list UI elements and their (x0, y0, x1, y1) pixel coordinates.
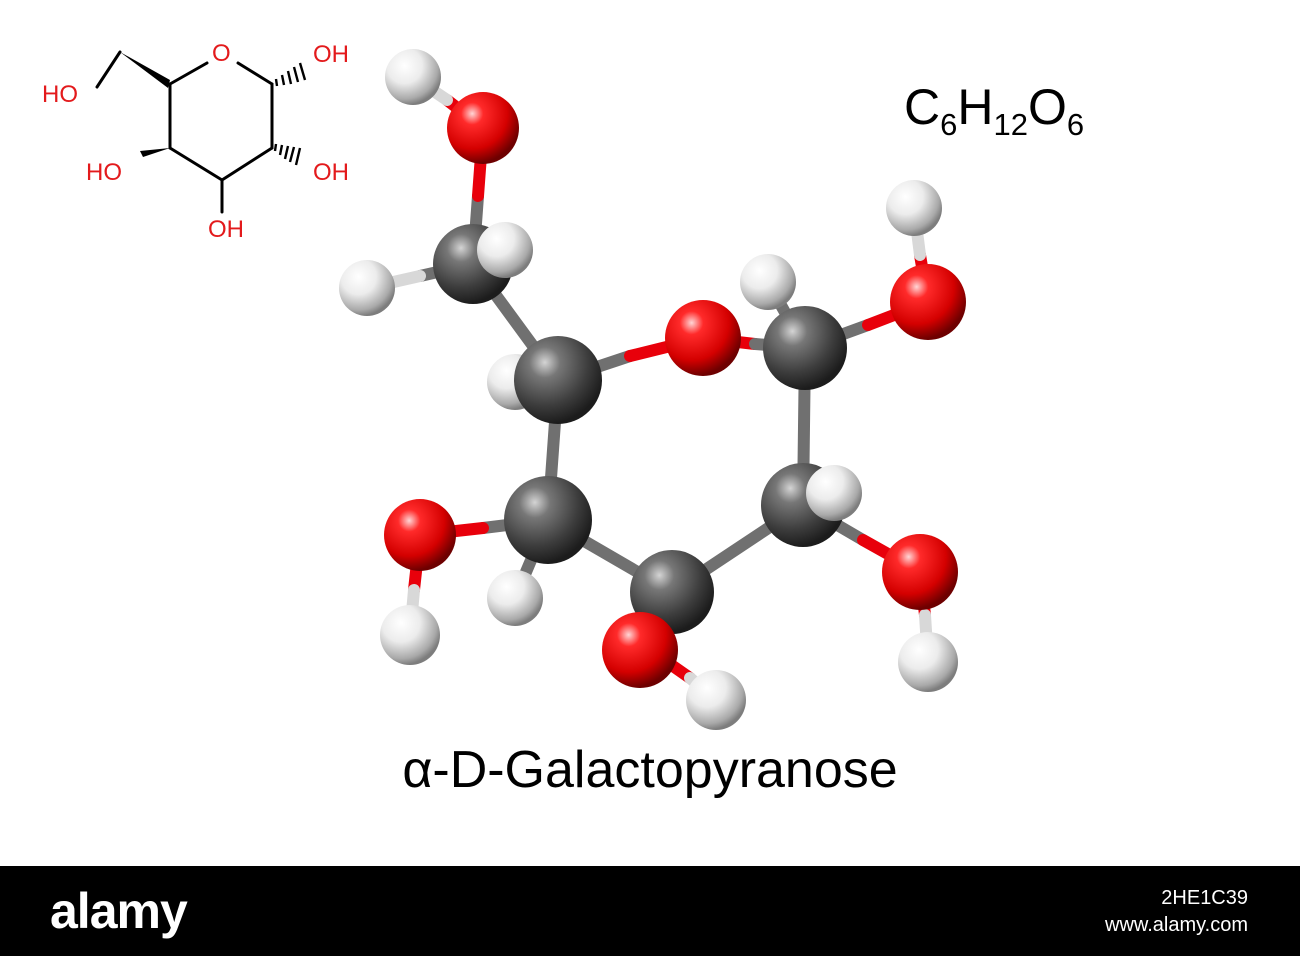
watermark-footer: alamy 2HE1C39 www.alamy.com (0, 866, 1300, 956)
hydrogen-atom-o3 (686, 670, 746, 730)
hashed-bond-c2 (273, 143, 302, 166)
hydrogen-atom-c2 (806, 465, 862, 521)
brand-logo: alamy (50, 883, 188, 939)
hydrogen-atom-c6b (477, 222, 533, 278)
c4-hydroxyl-label: HO (86, 159, 122, 186)
formula-carbon: C (904, 79, 941, 135)
formula-oxygen: O (1027, 79, 1067, 135)
oxygen-atom-o4 (384, 499, 456, 571)
c1-hydroxyl-label: OH (313, 41, 349, 68)
formula-oxygen-count: 6 (1066, 107, 1085, 142)
formula-carbon-count: 6 (940, 107, 958, 142)
oxygen-atom-o1 (890, 264, 966, 340)
hydrogen-atom-o1 (886, 180, 942, 236)
hashed-bond-c1 (274, 62, 307, 87)
compound-name: α-D-Galactopyranose (402, 741, 898, 799)
formula-hydrogen: H (957, 79, 994, 135)
oxygen-atom-ring (665, 300, 741, 376)
hydrogen-atom-c4 (487, 570, 543, 626)
c2-hydroxyl-label: OH (313, 159, 349, 186)
hydrogen-atom-c1 (740, 254, 796, 310)
carbon-atom-c3 (630, 550, 714, 634)
hydrogen-atom-o2 (898, 632, 958, 692)
molecular-formula: C6H12O6 (904, 78, 1084, 140)
formula-hydrogen-count: 12 (993, 107, 1028, 142)
hydrogen-atom-c6a (339, 260, 395, 316)
hydrogen-atom-o6 (385, 49, 441, 105)
c3-hydroxyl-label: OH (208, 216, 244, 243)
wedge-bond-c5 (120, 52, 170, 88)
site-url: www.alamy.com (1105, 914, 1248, 936)
oxygen-atom-o2 (882, 534, 958, 610)
carbon-atom-c5 (514, 336, 602, 424)
ring-oxygen-label: O (212, 40, 231, 67)
ball-and-stick-model (339, 49, 966, 730)
illustration-stage: O OH HO HO OH OH (42, 40, 1084, 799)
image-id: 2HE1C39 (1161, 887, 1248, 909)
oxygen-atom-o3 (602, 612, 678, 688)
hydrogen-atom-o4 (380, 605, 440, 665)
oxygen-atom-o6 (447, 92, 519, 164)
wedge-bond-c4 (140, 148, 170, 157)
carbon-atom-c4 (504, 476, 592, 564)
c6-hydroxyl-label: HO (42, 81, 78, 108)
carbon-atom-c1 (763, 306, 847, 390)
skeletal-formula: O OH HO HO OH OH (42, 40, 349, 243)
